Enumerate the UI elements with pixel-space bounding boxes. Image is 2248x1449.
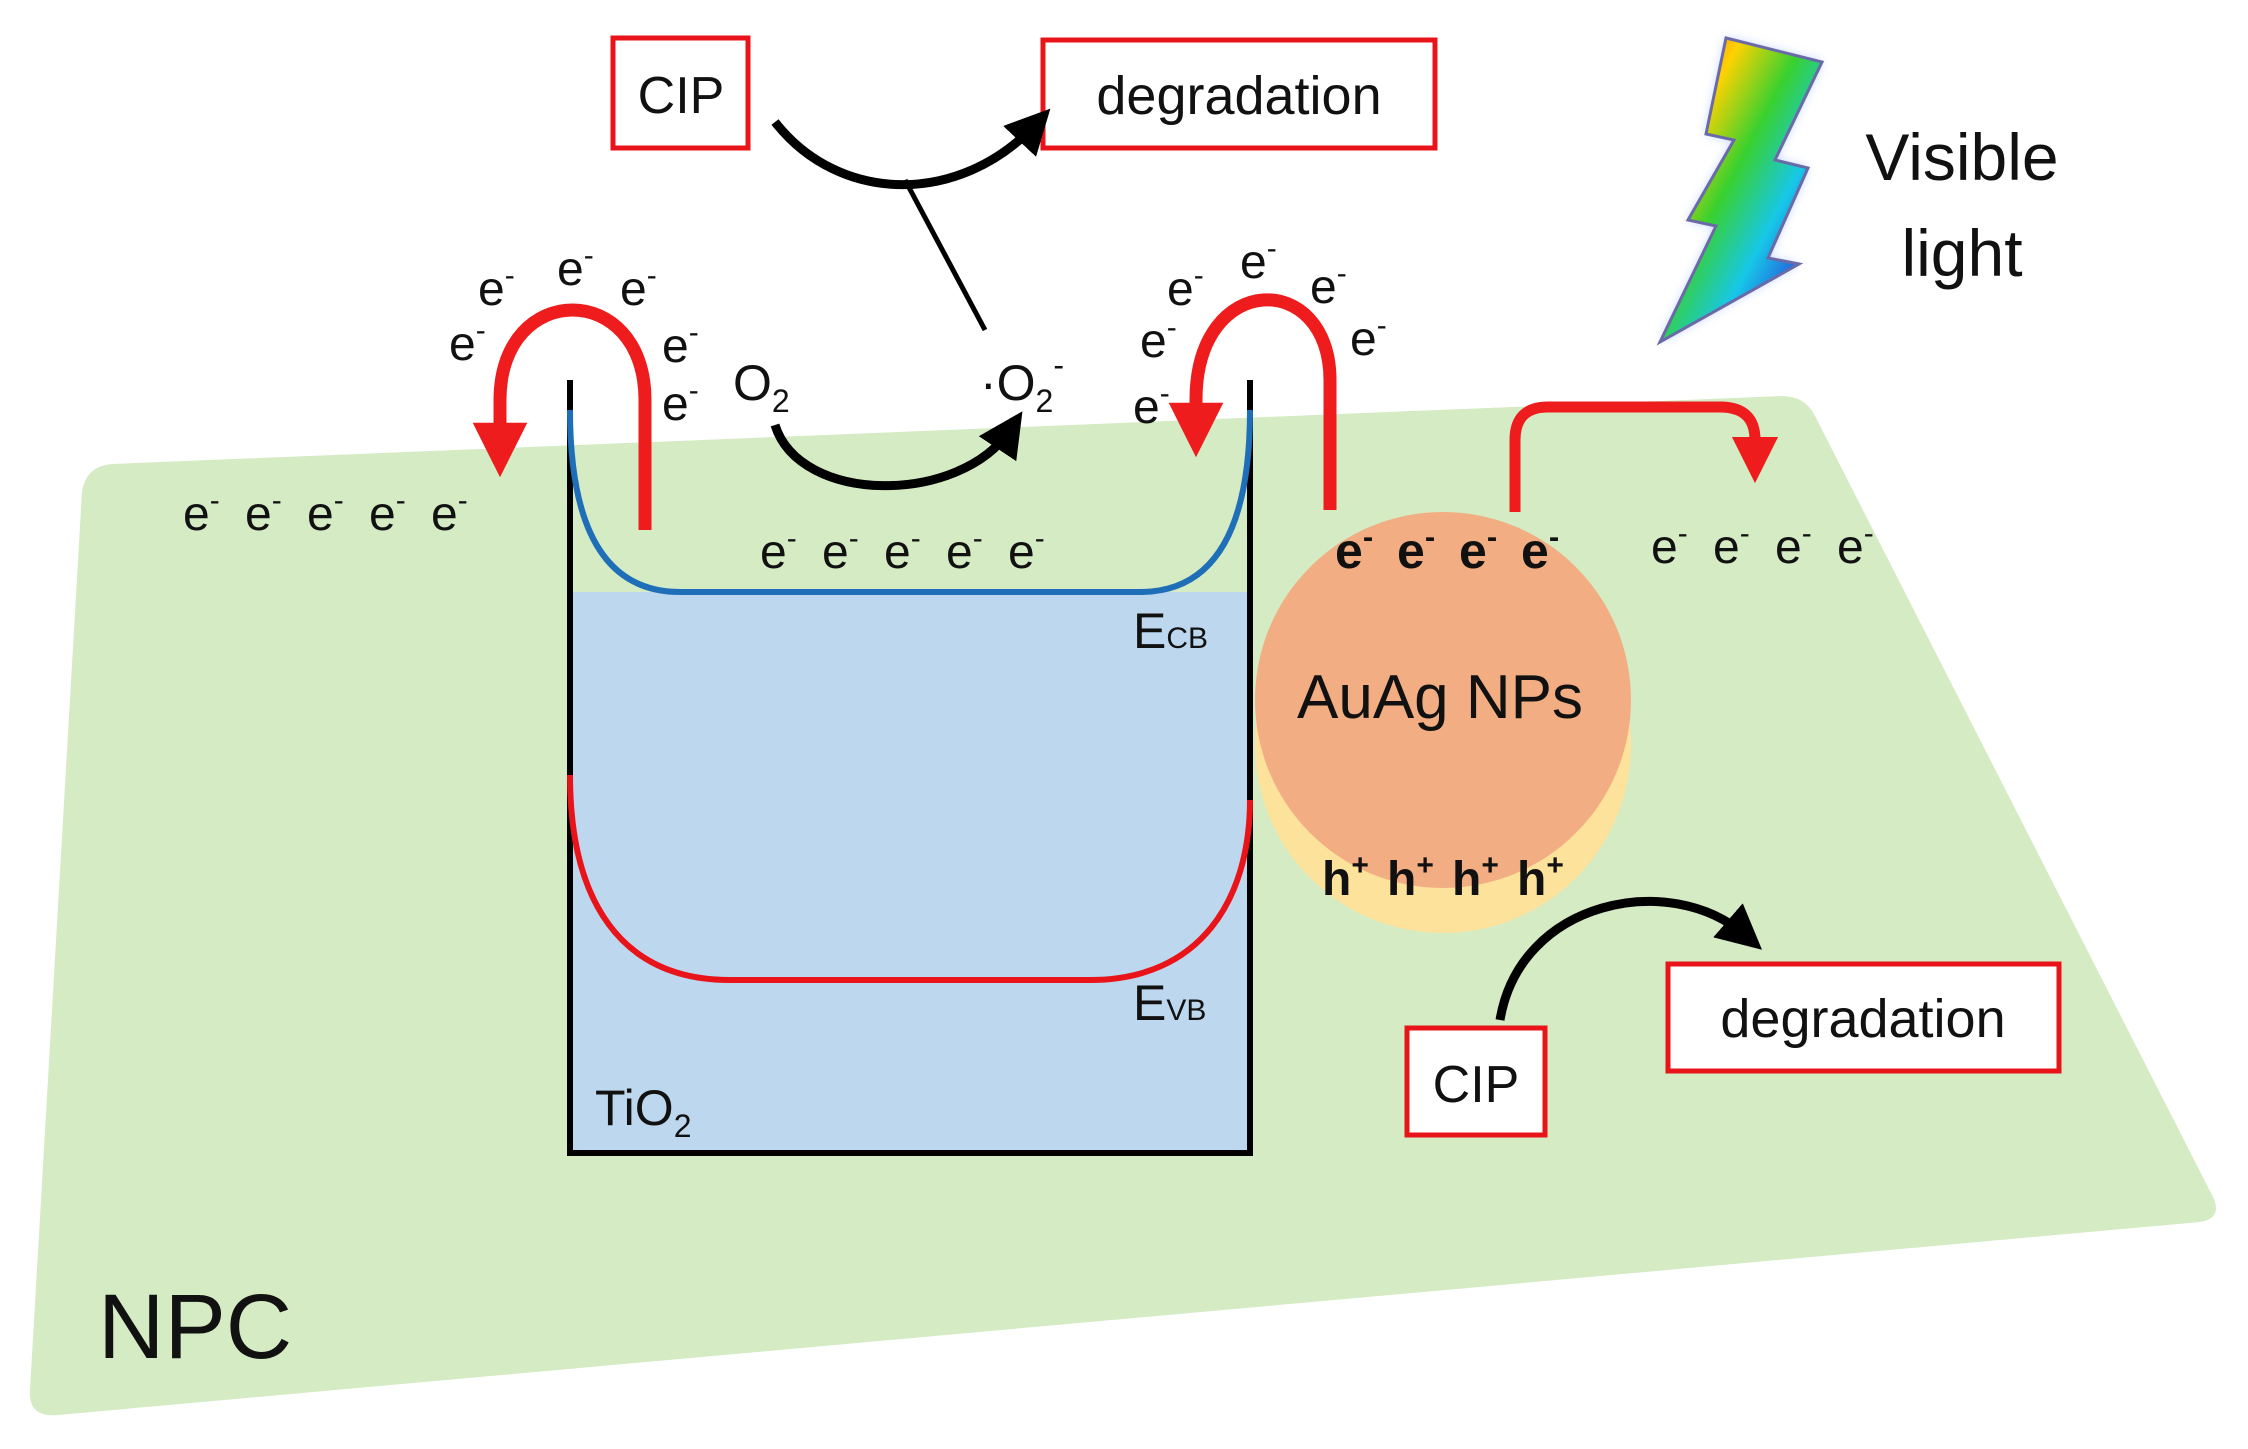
hole-label: h+ [1387, 849, 1434, 906]
evb-label: EVB [1133, 975, 1206, 1031]
right-transfer-arrow [1168, 293, 1337, 510]
electron-label: e- [449, 314, 486, 371]
electron-label: e- [1837, 517, 1874, 574]
electron-label: e- [1133, 377, 1170, 434]
conduction-band-curve [567, 409, 1253, 595]
electron-label: e- [760, 522, 797, 579]
left-arc-electrons: e-e-e-e-e-e- [449, 239, 699, 431]
superoxide-label: ·O2- [980, 347, 1064, 419]
electron-label: e- [1775, 517, 1812, 574]
degradation-top-label: degradation [1096, 66, 1381, 126]
electron-label: e- [431, 484, 468, 541]
left-substrate-electrons: e-e-e-e-e- [183, 484, 468, 541]
right-substrate-electrons: e-e-e-e- [1651, 517, 1874, 574]
electron-label: e- [1713, 517, 1750, 574]
conduction-band-electrons: e-e-e-e-e- [760, 522, 1045, 579]
electron-label: e- [1459, 519, 1497, 579]
cip-top-arrow [771, 108, 1051, 190]
electron-label: e- [1335, 519, 1373, 579]
electron-label: e- [822, 522, 859, 579]
left-transfer-arrow [472, 303, 652, 530]
electron-label: e- [245, 484, 282, 541]
degradation-bottom-box [1665, 961, 2062, 1074]
electron-label: e- [1140, 311, 1177, 368]
electron-label: e- [183, 484, 220, 541]
electron-label: e- [1008, 522, 1045, 579]
electron-label: e- [1310, 257, 1347, 314]
degradation-bottom-label: degradation [1720, 989, 2005, 1049]
electron-label: e- [620, 259, 657, 316]
npc-label: NPC [98, 1276, 292, 1378]
hole-label: h+ [1517, 849, 1564, 906]
tio2-label: TiO2 [595, 1080, 691, 1144]
cip-bottom-arrow [1495, 896, 1763, 1021]
o2-reduction-arrow [770, 411, 1023, 491]
electron-label: e- [1350, 309, 1387, 366]
visible-light-label-line2: light [1901, 216, 2022, 290]
electron-label: e- [1651, 517, 1688, 574]
tio2-body [570, 592, 1250, 1153]
degradation-top-box [1040, 37, 1438, 151]
electron-label: e- [1167, 259, 1204, 316]
ecb-label: ECB [1133, 603, 1208, 659]
electron-label: e- [1397, 519, 1435, 579]
nanoparticle-electrons: e-e-e-e- [1335, 519, 1559, 579]
cip-top-label: CIP [638, 67, 725, 125]
nanoparticle-label: AuAg NPs [1297, 663, 1583, 732]
valence-band-curve [567, 774, 1253, 983]
o2-label: O2 [733, 355, 790, 419]
right-arc-electrons: e-e-e-e-e-e- [1133, 232, 1387, 434]
electron-label: e- [1521, 519, 1559, 579]
visible-light-label-line1: Visible [1865, 120, 2058, 194]
hole-label: h+ [1452, 849, 1499, 906]
electron-label: e- [662, 374, 699, 431]
cip-bottom-label: CIP [1433, 1056, 1520, 1114]
electron-label: e- [1240, 232, 1277, 289]
electron-label: e- [369, 484, 406, 541]
electron-label: e- [557, 239, 594, 296]
cip-bottom-box [1404, 1025, 1548, 1138]
substrate-transfer-arrow [1509, 401, 1779, 512]
electron-label: e- [884, 522, 921, 579]
hole-label: h+ [1322, 849, 1369, 906]
lightning-bolt-icon [1656, 36, 1825, 346]
electron-label: e- [946, 522, 983, 579]
electron-label: e- [662, 316, 699, 373]
nanoparticle-holes: h+ h+ h+ h+ [1322, 849, 1564, 906]
tio2-outline [567, 380, 1253, 1156]
nanoparticle [1255, 512, 1631, 888]
radical-link-line [902, 178, 988, 332]
electron-label: e- [478, 259, 515, 316]
electron-label: e- [307, 484, 344, 541]
cip-top-box [610, 35, 751, 151]
